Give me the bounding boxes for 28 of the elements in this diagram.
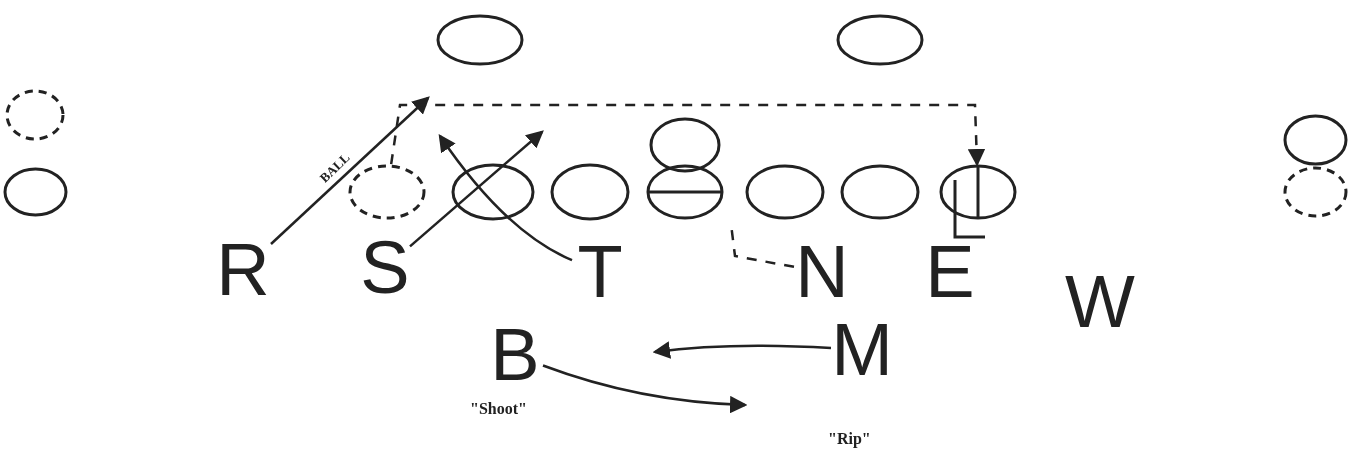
arrow xyxy=(438,133,573,262)
player-ellipse xyxy=(840,164,920,220)
arrow xyxy=(652,341,832,359)
arrow xyxy=(270,96,430,245)
player-ellipse xyxy=(2,167,68,217)
player-letter: N xyxy=(794,234,850,310)
dashed-ellipse xyxy=(5,89,65,141)
player-ellipse xyxy=(745,164,825,220)
player-letter: R xyxy=(215,232,271,308)
player-letter: M xyxy=(831,312,893,388)
dashed-arrow xyxy=(389,103,986,167)
play-call-text: "Rip" xyxy=(828,430,871,448)
play-call-text: "Shoot" xyxy=(470,400,527,418)
player-ellipse xyxy=(436,14,524,66)
player-letter: S xyxy=(360,230,410,306)
arrow xyxy=(542,364,748,414)
player-ellipse xyxy=(1282,114,1348,166)
player-ellipse xyxy=(550,163,630,221)
player-letter: T xyxy=(572,234,628,310)
player-ellipse xyxy=(649,117,721,173)
dashed-ellipse xyxy=(348,164,426,220)
arrow xyxy=(409,130,544,248)
player-letter: B xyxy=(487,317,543,393)
player-letter: E xyxy=(925,234,975,310)
dashed-ellipse xyxy=(1282,166,1348,218)
player-ellipse xyxy=(836,14,924,66)
center-ellipse xyxy=(646,164,724,220)
player-ellipse xyxy=(451,163,535,221)
